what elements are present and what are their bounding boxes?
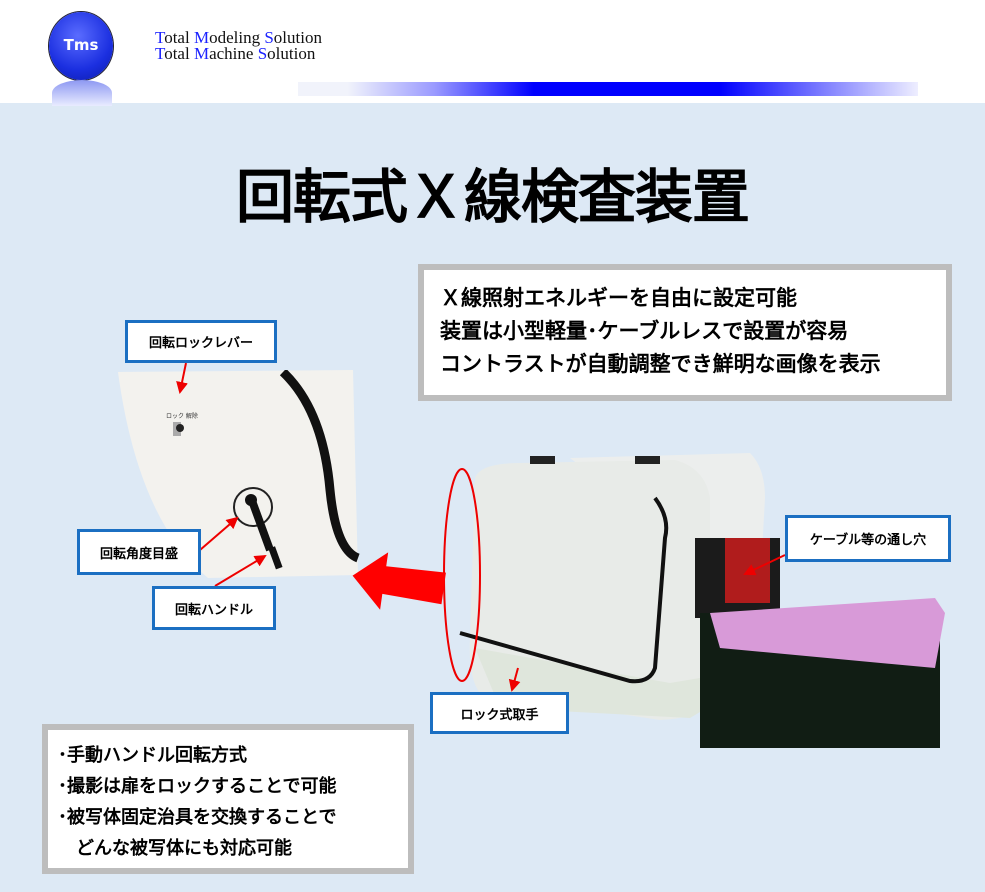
big-red-arrow — [352, 552, 446, 610]
note-item: ･手動ハンドル回転方式 — [58, 745, 247, 766]
gradient-bar — [298, 82, 918, 96]
page-title: 回転式Ｘ線検査装置 — [235, 163, 750, 231]
label-angle-scale: 回転角度目盛 — [77, 529, 201, 575]
logo-reflection — [52, 80, 112, 106]
arrow-handle — [214, 554, 267, 587]
arrow-lock-lever — [176, 362, 188, 394]
label-handle: 回転ハンドル — [152, 586, 276, 630]
features-box: Ｘ線照射エネルギーを自由に設定可能 装置は小型軽量･ケーブルレスで設置が容易 コ… — [418, 264, 952, 401]
feature-item: 装置は小型軽量･ケーブルレスで設置が容易 — [440, 319, 849, 343]
label-lock-grip: ロック式取手 — [430, 692, 569, 734]
notes-box: ･手動ハンドル回転方式 ･撮影は扉をロックすることで可能 ･被写体固定治具を交換… — [42, 724, 414, 874]
arrow-angle-scale — [199, 516, 239, 551]
tagline-machine: Total Machine Solution — [155, 44, 316, 63]
logo-text: Tms — [63, 36, 99, 54]
tms-logo: Tms — [49, 12, 113, 80]
arrow-cable-hole — [743, 554, 786, 576]
label-lock-lever: 回転ロックレバー — [125, 320, 277, 363]
feature-item: Ｘ線照射エネルギーを自由に設定可能 — [440, 286, 797, 310]
feature-item: コントラストが自動調整でき鮮明な画像を表示 — [440, 352, 881, 376]
note-item: どんな被写体にも対応可能 — [58, 838, 292, 859]
door-closeup-photo: ロック 解除 — [118, 370, 361, 578]
note-item: ･撮影は扉をロックすることで可能 — [58, 776, 337, 797]
svg-text:ロック 解除: ロック 解除 — [166, 412, 198, 420]
label-cable-hole: ケーブル等の通し穴 — [785, 515, 951, 562]
tagline-modeling: Total Modeling Solution — [155, 28, 322, 47]
arrow-lock-grip — [508, 667, 521, 692]
machine-photo — [459, 453, 945, 748]
note-item: ･被写体固定治具を交換することで — [58, 807, 337, 828]
